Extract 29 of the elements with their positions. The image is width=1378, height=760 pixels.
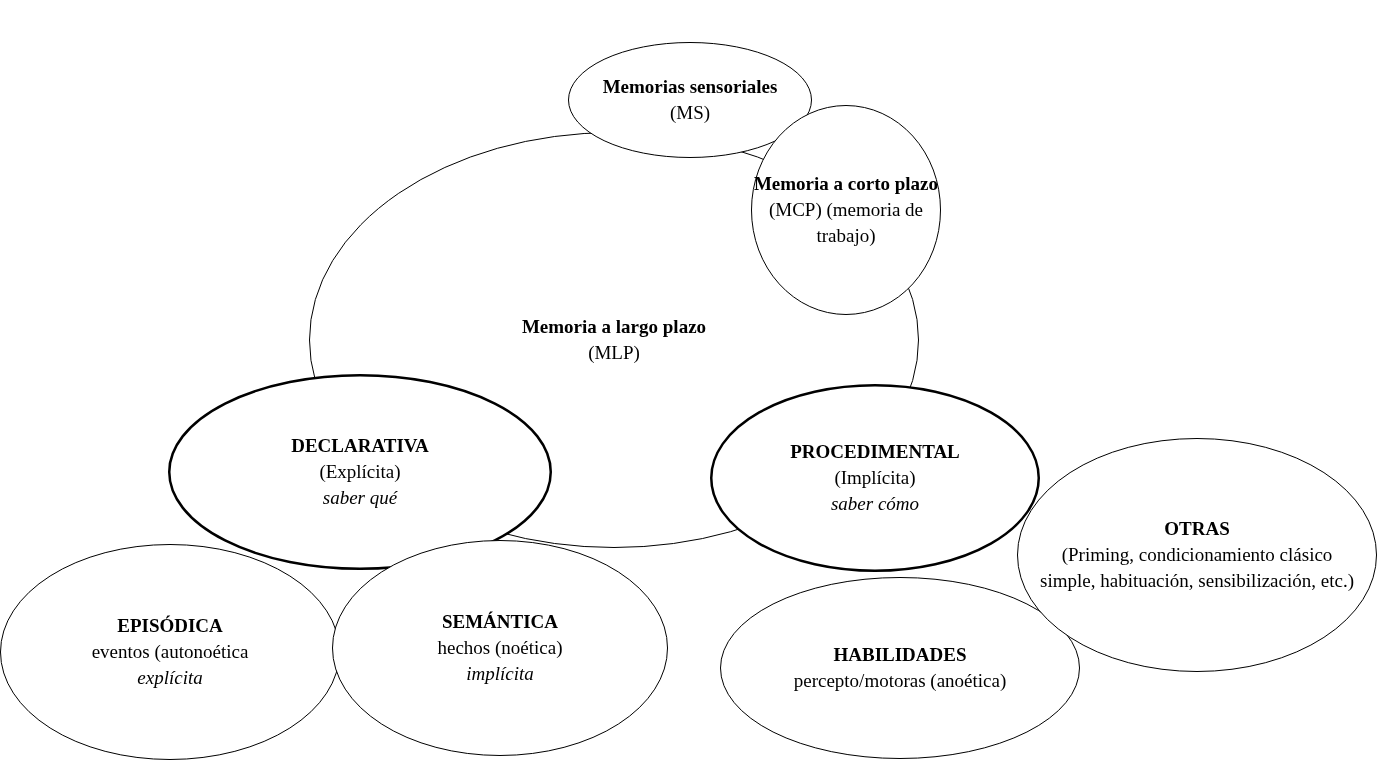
memory-ellipse <box>1017 438 1377 672</box>
memory-ellipse <box>710 384 1040 572</box>
memory-ellipse <box>568 42 812 158</box>
body-text: (MLP) <box>588 341 640 365</box>
memory-ellipse <box>332 540 668 756</box>
italic-text: explícita <box>137 666 203 690</box>
body-text: (MCP) (memoria de trabajo) <box>767 198 925 248</box>
heading-text: HABILIDADES <box>833 643 967 667</box>
italic-text: implícita <box>466 662 534 686</box>
heading-text: OTRAS <box>1164 517 1230 541</box>
italic-text: saber cómo <box>830 492 920 516</box>
memory-ellipse <box>0 544 340 760</box>
body-text: (Priming, condicionamiento clásico simple, habituación, sensibilización, etc.) <box>1039 543 1355 593</box>
body-text: (MS) <box>669 101 711 125</box>
heading-text: DECLARATIVA <box>291 434 429 458</box>
heading-text: Memoria a corto plazo <box>753 172 939 196</box>
body-text: hechos (noética) <box>437 636 563 660</box>
body-text: (Explícita) <box>319 460 401 484</box>
memory-ellipse <box>168 374 552 570</box>
heading-text: Memorias sensoriales <box>602 75 778 99</box>
italic-text: saber qué <box>322 486 398 510</box>
memory-ellipse <box>751 105 941 315</box>
heading-text: EPISÓDICA <box>117 614 223 638</box>
body-text: (Implícita) <box>834 466 916 490</box>
heading-text: Memoria a largo plazo <box>521 315 707 339</box>
body-text: percepto/motoras (anoética) <box>793 669 1007 693</box>
body-text: eventos (autonoética <box>91 640 249 664</box>
heading-text: PROCEDIMENTAL <box>790 440 960 464</box>
heading-text: SEMÁNTICA <box>441 610 559 634</box>
